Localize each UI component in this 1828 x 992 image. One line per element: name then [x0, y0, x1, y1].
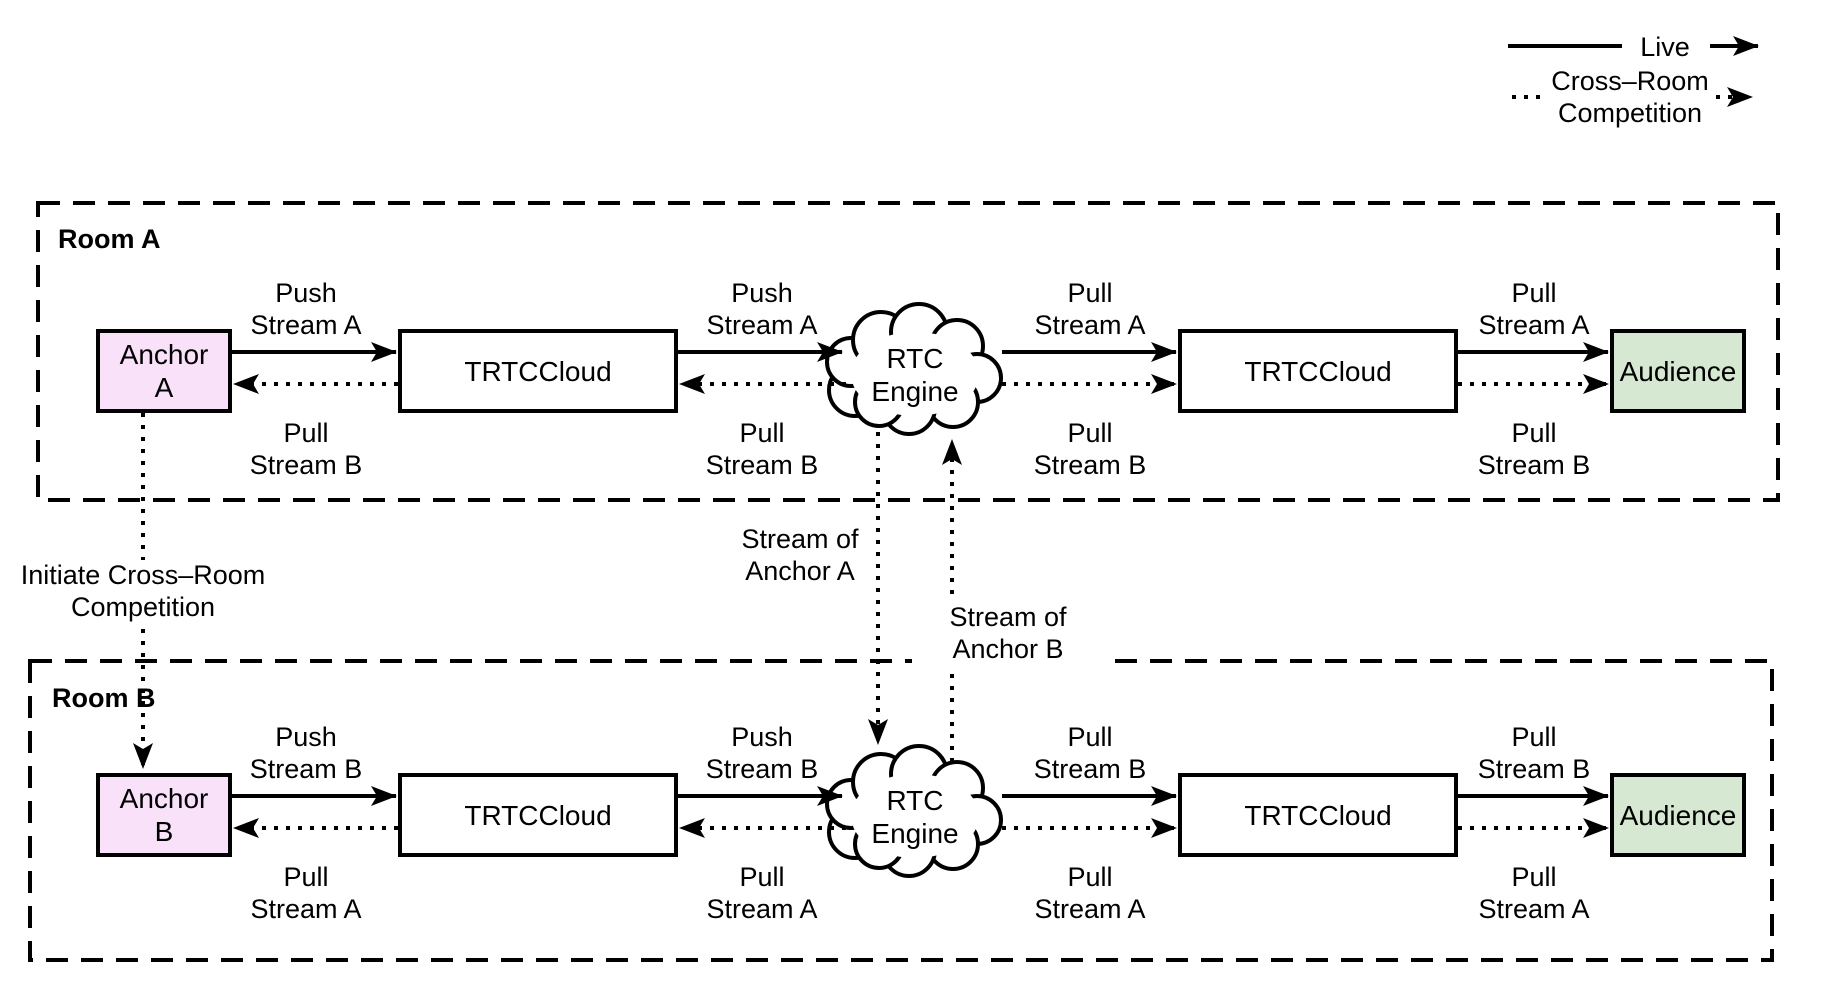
- room-a-audience-box: [1610, 329, 1746, 413]
- room-a-rtc-engine-label-line1: RTC: [886, 343, 943, 374]
- legend-cross-room-label-line1: Cross–Room: [1551, 66, 1709, 96]
- room-a-seg3-top-label-line2: Stream A: [1034, 310, 1145, 340]
- room-b-seg4-top-label-line1: Pull: [1511, 722, 1556, 752]
- room-a-seg1-top-label-line2: Stream A: [250, 310, 361, 340]
- anchor-a-box: [96, 329, 232, 413]
- room-b-seg2-top-label-line2: Stream B: [706, 754, 819, 784]
- cloud-body: [851, 774, 979, 858]
- room-a-trtccloud-left-box: [398, 329, 678, 413]
- room-b-border: [28, 659, 1774, 962]
- room-b-seg1-top-label-line2: Stream B: [250, 754, 363, 784]
- stream-of-anchor-b-label-line2: Anchor B: [952, 634, 1063, 664]
- anchor-b-label-line2: B: [155, 816, 174, 847]
- legend-cross-room-label-line2: Competition: [1558, 98, 1702, 128]
- room-a-seg4-bottom-label-line1: Pull: [1511, 418, 1556, 448]
- initiate-label-line1: Initiate Cross–Room: [21, 560, 266, 590]
- anchor-a-label-line2: A: [155, 372, 174, 403]
- stream-of-anchor-b-label-bg: [912, 602, 1104, 666]
- room-b-seg1-top-label-line1: Push: [275, 722, 337, 752]
- stream-of-anchor-b-label-line1: Stream of: [949, 602, 1067, 632]
- room-b-audience-box: [1610, 773, 1746, 857]
- legend-live-label: Live: [1640, 32, 1690, 62]
- room-a-seg4-bottom-label-line2: Stream B: [1478, 450, 1591, 480]
- stream-of-anchor-a-label-line1: Stream of: [741, 524, 859, 554]
- room-b-seg2-bottom-label-line1: Pull: [739, 862, 784, 892]
- room-a-trtccloud-right-box: [1178, 329, 1458, 413]
- room-a-seg4-top-label-line1: Pull: [1511, 278, 1556, 308]
- room-a-seg3-top-label-line1: Pull: [1067, 278, 1112, 308]
- cloud-body: [851, 332, 979, 416]
- room-a-seg2-bottom-label-line1: Pull: [739, 418, 784, 448]
- stream-of-anchor-a-label-line2: Anchor A: [745, 556, 855, 586]
- room-b-seg3-bottom-label-line1: Pull: [1067, 862, 1112, 892]
- room-a-seg3-bottom-label-line2: Stream B: [1034, 450, 1147, 480]
- room-b-trtccloud-right-box: [1178, 773, 1458, 857]
- room-b-seg4-top-label-line2: Stream B: [1478, 754, 1591, 784]
- room-a-seg2-top-label-line1: Push: [731, 278, 793, 308]
- room-a-border: [36, 201, 1780, 502]
- room-a-seg3-bottom-label-line1: Pull: [1067, 418, 1112, 448]
- room-a: Room A Anchor A TRTCCloud RTC Engine TRT…: [36, 201, 1780, 502]
- room-a-rtc-engine-label-line2: Engine: [871, 376, 958, 407]
- room-b-seg4-bottom-label-line2: Stream A: [1478, 894, 1589, 924]
- room-b-seg3-bottom-label-line2: Stream A: [1034, 894, 1145, 924]
- legend-cross-room-label-bg: [1546, 66, 1714, 128]
- legend-live-label-bg: [1622, 29, 1710, 61]
- room-b-label: Room B: [52, 683, 156, 713]
- room-b-seg2-bottom-label-line2: Stream A: [706, 894, 817, 924]
- cross-room-connectors: Initiate Cross–Room Competition Stream o…: [21, 413, 1104, 769]
- room-b-seg1-bottom-label-line1: Pull: [283, 862, 328, 892]
- room-a-seg1-bottom-label-line2: Stream B: [250, 450, 363, 480]
- initiate-label-bg: [28, 560, 258, 624]
- room-b-seg1-bottom-label-line2: Stream A: [250, 894, 361, 924]
- anchor-b-box: [96, 773, 232, 857]
- room-a-trtccloud-right-label: TRTCCloud: [1244, 356, 1391, 387]
- room-a-seg1-bottom-label-line1: Pull: [283, 418, 328, 448]
- room-b-seg4-bottom-label-line1: Pull: [1511, 862, 1556, 892]
- anchor-b-label-line1: Anchor: [120, 783, 209, 814]
- room-b-trtccloud-left-box: [398, 773, 678, 857]
- room-b-trtccloud-right-label: TRTCCloud: [1244, 800, 1391, 831]
- room-b-rtc-engine-label-line2: Engine: [871, 818, 958, 849]
- room-a-trtccloud-left-label: TRTCCloud: [464, 356, 611, 387]
- room-a-seg2-bottom-label-line2: Stream B: [706, 450, 819, 480]
- legend: Live Cross–Room Competition: [1508, 29, 1759, 128]
- room-b: Room B Anchor B TRTCCloud RTC Engine TRT…: [28, 659, 1774, 962]
- room-b-seg3-top-label-line2: Stream B: [1034, 754, 1147, 784]
- room-a-seg1-top-label-line1: Push: [275, 278, 337, 308]
- anchor-a-label-line1: Anchor: [120, 339, 209, 370]
- room-b-seg2-top-label-line1: Push: [731, 722, 793, 752]
- room-b-trtccloud-left-label: TRTCCloud: [464, 800, 611, 831]
- room-a-seg4-top-label-line2: Stream A: [1478, 310, 1589, 340]
- room-a-seg2-top-label-line2: Stream A: [706, 310, 817, 340]
- room-b-seg3-top-label-line1: Pull: [1067, 722, 1112, 752]
- room-a-rtc-engine-cloud: RTC Engine: [825, 302, 1003, 436]
- room-a-label: Room A: [58, 224, 161, 254]
- room-a-audience-label: Audience: [1620, 356, 1737, 387]
- room-b-rtc-engine-cloud: RTC Engine: [825, 744, 1003, 878]
- room-b-rtc-engine-label-line1: RTC: [886, 785, 943, 816]
- initiate-label-line2: Competition: [71, 592, 215, 622]
- room-b-audience-label: Audience: [1620, 800, 1737, 831]
